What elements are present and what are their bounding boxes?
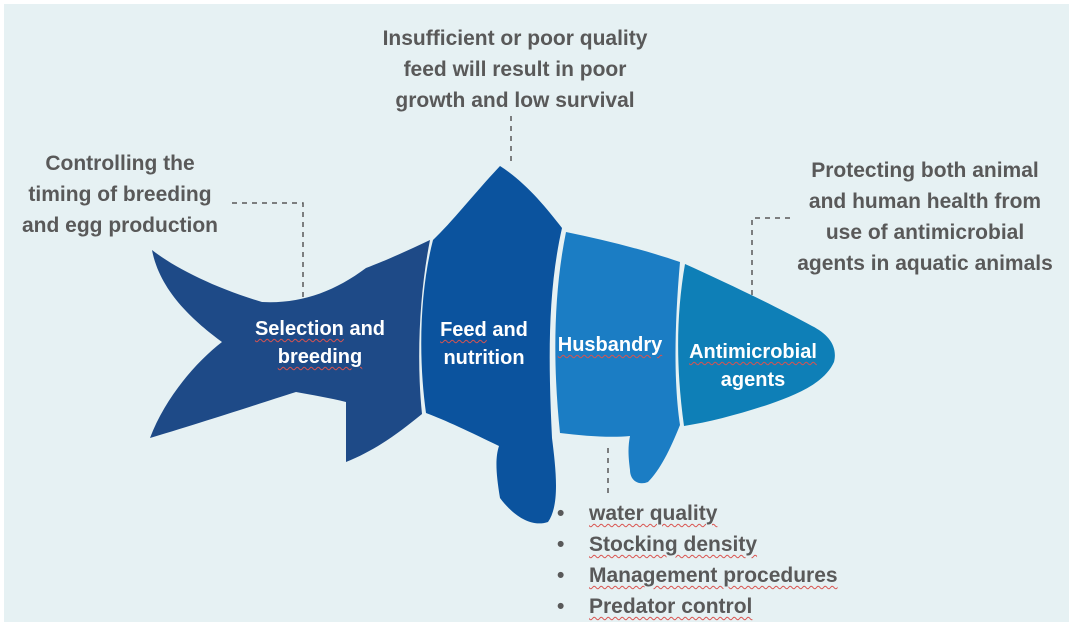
breeding-word: breeding [277, 346, 363, 368]
antimicrobial-word: Antimicrobial [689, 341, 817, 363]
feed-callout-line: Insufficient or poor quality [382, 27, 648, 50]
bullet-icon: • [557, 564, 565, 587]
antimicrobial-callout-line: and human health from [808, 190, 1042, 213]
list-item: • Stocking density [557, 529, 838, 560]
breeding-callout-line: timing of breeding [28, 183, 212, 206]
list-item-text: Stocking density [589, 533, 758, 556]
feed-word: Feed [440, 319, 487, 341]
bullet-icon: • [557, 502, 565, 525]
agents-word: agents [720, 369, 786, 391]
feed-callout-line: growth and low survival [395, 89, 635, 112]
antimicrobial-callout: Protecting both animal and human health … [790, 155, 1060, 279]
list-item-text: water quality [589, 502, 718, 525]
husbandry-word: Husbandry [557, 334, 663, 356]
feed-and-word: and [492, 319, 528, 341]
selection-word: Selection [254, 318, 344, 340]
leader-lines [232, 116, 790, 498]
breeding-callout-line: and egg production [22, 214, 218, 237]
feed-callout-line: feed will result in poor [403, 58, 627, 81]
breeding-callout-line: Controlling the [45, 152, 195, 175]
husbandry-segment [555, 232, 680, 484]
husbandry-list: • water quality • Stocking density • Manage… [557, 498, 838, 622]
antimicrobial-agents-label: Antimicrobial agents [678, 338, 828, 394]
list-item-text: Predator control [589, 595, 753, 618]
list-item: • water quality [557, 498, 838, 529]
head-segment [678, 264, 835, 426]
bullet-icon: • [557, 533, 565, 556]
list-item-text: Management procedures [589, 564, 838, 587]
leader-line-breeding [232, 202, 304, 300]
feed-callout: Insufficient or poor quality feed will r… [364, 23, 666, 116]
feed-nutrition-label: Feed and nutrition [428, 316, 540, 372]
list-item: • Predator control [557, 591, 838, 622]
selection-breeding-label: Selection and breeding [240, 315, 400, 371]
list-item: • Management procedures [557, 560, 838, 591]
antimicrobial-callout-line: Protecting both animal [811, 159, 1039, 182]
nutrition-word: nutrition [443, 347, 525, 369]
tail-segment [150, 240, 430, 462]
leader-line-antimicrobial [751, 217, 790, 300]
breeding-callout: Controlling the timing of breeding and e… [10, 148, 230, 241]
selection-and-word: and [349, 318, 386, 340]
antimicrobial-callout-line: agents in aquatic animals [797, 252, 1053, 275]
bullet-icon: • [557, 595, 565, 618]
husbandry-label: Husbandry [550, 331, 670, 359]
feed-segment [421, 166, 562, 524]
antimicrobial-callout-line: use of antimicrobial [825, 221, 1025, 244]
